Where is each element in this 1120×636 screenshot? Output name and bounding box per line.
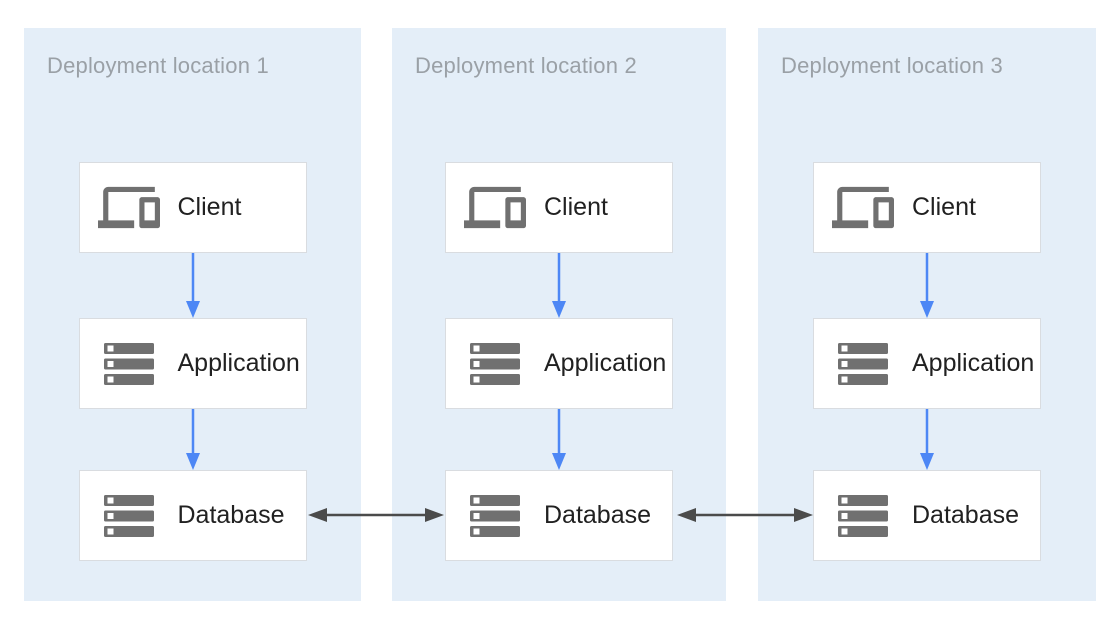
deployment-location-3-panel: Deployment location 3 Client [758,28,1096,601]
application-node: Application [813,318,1041,409]
panel-title: Deployment location 2 [415,53,637,78]
database-sync-arrow-1-2-icon [308,508,444,522]
panel-title: Deployment location 1 [47,53,269,78]
client-node: Client [78,162,307,253]
devices-icon [97,185,160,230]
database-node: Database [78,470,307,561]
application-to-database-arrow-icon [185,409,200,470]
node-label: Database [177,501,285,529]
server-stack-icon [464,342,526,385]
node-label: Client [544,193,608,221]
client-node: Client [813,162,1041,253]
server-stack-icon [98,494,160,537]
application-to-database-arrow-icon [920,409,934,470]
client-to-application-arrow-icon [920,253,934,318]
database-sync-arrow-2-3-icon [677,508,813,522]
deployment-location-1-panel: Deployment location 1 Client [24,28,361,601]
server-stack-icon [832,342,894,385]
database-node: Database [445,470,673,561]
database-node: Database [813,470,1041,561]
application-node: Application [78,318,307,409]
node-label: Client [912,193,976,221]
node-label: Database [544,501,652,529]
server-stack-icon [464,494,526,537]
node-label: Application [544,349,667,377]
deployment-location-2-panel: Deployment location 2 Client [392,28,726,601]
node-label: Application [912,349,1035,377]
devices-icon [464,185,526,230]
node-label: Client [177,193,242,221]
application-to-database-arrow-icon [552,409,566,470]
client-node: Client [445,162,673,253]
panel-title: Deployment location 3 [781,53,1003,78]
node-label: Database [912,501,1020,529]
server-stack-icon [832,494,894,537]
client-to-application-arrow-icon [552,253,566,318]
client-to-application-arrow-icon [185,253,200,318]
server-stack-icon [98,342,160,385]
application-node: Application [445,318,673,409]
node-label: Application [177,349,300,377]
devices-icon [832,185,894,230]
